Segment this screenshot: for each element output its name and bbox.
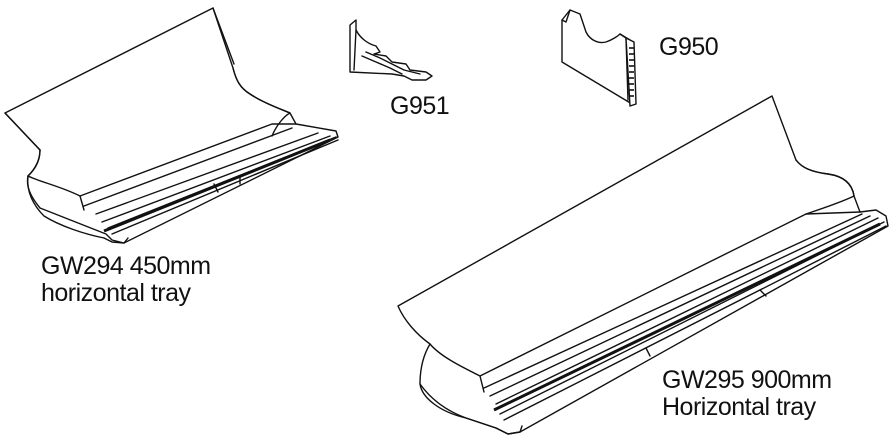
bracket-g950-drawing — [561, 9, 637, 107]
tray-gw294-label-line2: horizontal tray — [41, 279, 191, 307]
bracket-g950-front — [561, 9, 633, 105]
bracket-g951-drawing — [349, 19, 433, 81]
tray-gw295-drawing — [397, 95, 889, 435]
tray-gw295-label-line1: GW295 900mm — [662, 366, 832, 394]
tray-gw295-label: GW295 900mm Horizontal tray — [662, 367, 832, 421]
bracket-g951-shape — [349, 19, 433, 81]
bracket-g950-label: G950 — [659, 33, 719, 61]
tray-gw294-label: GW294 450mm horizontal tray — [41, 253, 211, 307]
tray-gw295-label-line2: Horizontal tray — [662, 393, 816, 421]
bracket-g951-label: G951 — [390, 92, 450, 120]
tray-gw294-back-panel — [4, 7, 339, 244]
tray-gw294-drawing — [4, 7, 339, 244]
tray-gw294-label-line1: GW294 450mm — [41, 252, 211, 280]
